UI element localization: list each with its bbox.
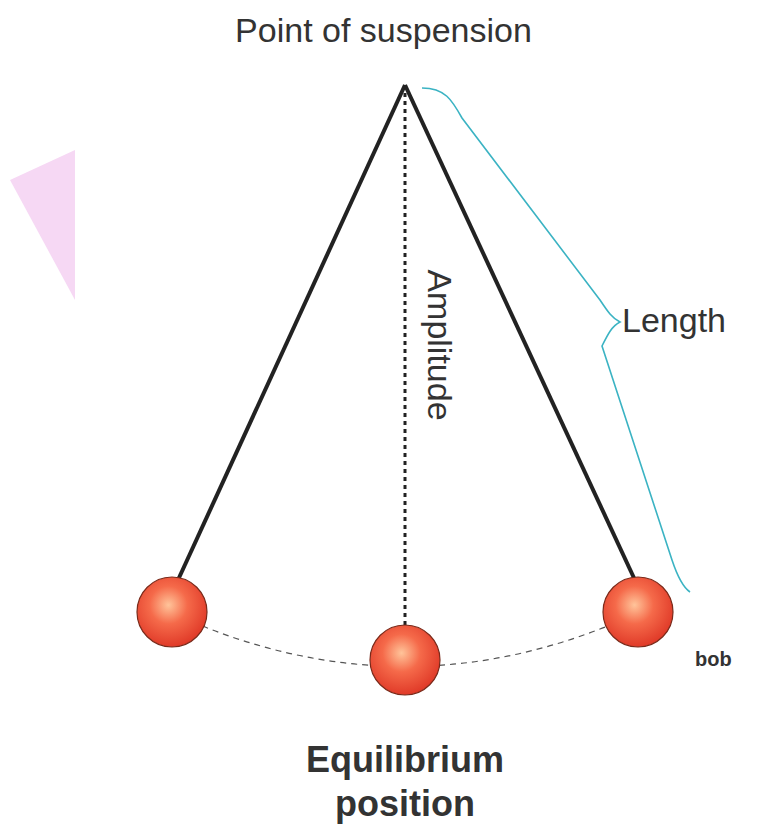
bob-left <box>137 577 207 647</box>
bob-right <box>603 577 673 647</box>
equilibrium-label: Equilibrium position <box>245 738 565 826</box>
watermark-shape <box>10 150 75 300</box>
vertical-line <box>404 85 407 625</box>
string-left <box>178 85 405 580</box>
string-right <box>405 85 634 578</box>
bob-center <box>370 625 440 695</box>
length-label: Length <box>622 298 762 342</box>
amplitude-label: Amplitude <box>420 215 460 475</box>
bob-label: bob <box>695 646 755 672</box>
length-brace <box>422 88 690 592</box>
suspension-label: Point of suspension <box>0 8 767 52</box>
